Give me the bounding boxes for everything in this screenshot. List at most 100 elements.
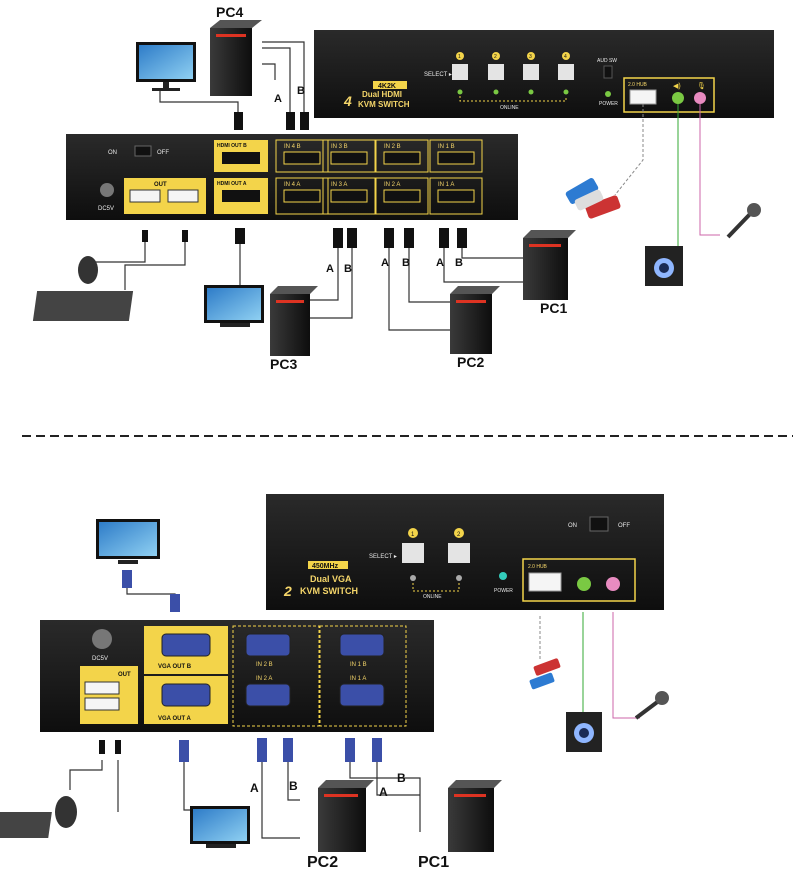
- vga-pc1-label: PC1: [418, 854, 449, 871]
- svg-text:IN 1 A: IN 1 A: [350, 676, 366, 682]
- pc2-cable-b: B: [402, 257, 410, 269]
- dc-jack[interactable]: [100, 183, 114, 197]
- vga-in-1a-port[interactable]: [339, 683, 385, 707]
- svg-text:IN 2 B: IN 2 B: [384, 144, 401, 150]
- hdmi-in-3a[interactable]: [330, 189, 368, 203]
- vga-plug-monitor: [122, 570, 132, 588]
- select-button-2[interactable]: [488, 64, 504, 80]
- pc3-cable-a: A: [326, 263, 334, 275]
- select-label-vga: SELECT ▸: [369, 554, 397, 560]
- svg-text:HDMI OUT B: HDMI OUT B: [217, 143, 247, 149]
- top-in-ports-b: IN 4 B IN 3 B IN 2 B IN 1 B: [275, 139, 483, 173]
- vga-speaker-device: [566, 712, 602, 752]
- svg-text:IN 1 B: IN 1 B: [438, 144, 455, 150]
- svg-text:POWER: POWER: [494, 588, 513, 594]
- svg-text:IN 3 A: IN 3 A: [331, 182, 347, 188]
- vga-dc-jack[interactable]: [92, 629, 112, 649]
- vga-power-led: [499, 572, 507, 580]
- hdmi-in-1a[interactable]: [437, 189, 475, 203]
- usb-hub-port[interactable]: [629, 89, 657, 105]
- select-button-1[interactable]: [452, 64, 468, 80]
- model-badge: 4K2K: [378, 83, 396, 90]
- pc3-cable-b: B: [344, 263, 352, 275]
- vga-pc2-label: PC2: [307, 854, 338, 871]
- vga-usb-out-1[interactable]: [84, 681, 120, 695]
- vga-out-b-port[interactable]: [161, 633, 211, 657]
- vga-usb-drives: [529, 658, 561, 690]
- vga-monitor-bottom: [190, 806, 250, 848]
- brand-line2: KVM SWITCH: [358, 100, 410, 109]
- hdmi-plug-4b: [300, 112, 309, 130]
- dc-label: DC5V: [98, 206, 114, 212]
- svg-text:IN 3 B: IN 3 B: [331, 144, 348, 150]
- microphone-icon: [726, 203, 761, 239]
- svg-text:2.0 HUB: 2.0 HUB: [528, 564, 548, 570]
- hdmi-in-2b[interactable]: [383, 151, 421, 165]
- online-label: ONLINE: [500, 105, 519, 111]
- pc4-cable-b: B: [297, 85, 305, 97]
- power-switch[interactable]: [134, 145, 152, 157]
- vga-pc2-cable-a: A: [250, 781, 259, 795]
- svg-text:IN 2 B: IN 2 B: [256, 662, 273, 668]
- vga-power-switch[interactable]: [589, 516, 609, 532]
- pc4-tower: [210, 20, 262, 96]
- vga-pc1-cable-a: A: [379, 785, 388, 799]
- mic-jack[interactable]: [694, 92, 706, 104]
- vga-in-1b-port[interactable]: [339, 633, 385, 657]
- pc1-cable-a: A: [436, 257, 444, 269]
- svg-text:OUT: OUT: [118, 672, 131, 678]
- audio-switch[interactable]: [603, 65, 613, 79]
- hdmi-in-4b[interactable]: [283, 151, 321, 165]
- vga-in-2a-port[interactable]: [245, 683, 291, 707]
- vga-lower-plugs: [99, 738, 382, 762]
- hdmi-out-b-port[interactable]: [222, 152, 260, 164]
- hdmi-in-2a[interactable]: [383, 189, 421, 203]
- vga-monitor-cable: [126, 584, 176, 600]
- vga-in-2b-port[interactable]: [245, 633, 291, 657]
- svg-text:2: 2: [457, 532, 461, 538]
- mouse-icon-top: [78, 256, 98, 284]
- pc3-tower: [270, 286, 318, 356]
- vga-model-badge: 450MHz: [312, 563, 339, 570]
- usb-out-port-2[interactable]: [167, 189, 199, 203]
- speaker-icon: ◀): [673, 83, 681, 90]
- svg-text:KVM SWITCH: KVM SWITCH: [300, 586, 358, 596]
- pc4-monitor: [136, 42, 196, 91]
- vga-plug-out-b: [170, 594, 180, 612]
- pc4-label: PC4: [216, 4, 243, 20]
- speaker-jack[interactable]: [672, 92, 684, 104]
- hdmi-in-3b[interactable]: [330, 151, 368, 165]
- hdmi-out-a-port[interactable]: [222, 190, 260, 202]
- keyboard-icon-top: [32, 291, 134, 321]
- power-led: [605, 91, 611, 97]
- select-button-3[interactable]: [523, 64, 539, 80]
- usb-flash-drives: [565, 178, 621, 219]
- pc2-label: PC2: [457, 354, 484, 370]
- vga-pc2-tower: [318, 780, 374, 852]
- top-front-panel: SELECT ▸ 1 2 3 4 ONLINE 4K2K 4 Dual HDMI…: [314, 30, 774, 118]
- pc2-tower: [450, 286, 500, 354]
- vga-keyboard-icon: [0, 812, 52, 838]
- svg-text:IN 2 A: IN 2 A: [384, 182, 400, 188]
- vga-select-button-2[interactable]: [448, 543, 470, 563]
- vga-usb-hub-port[interactable]: [528, 572, 562, 592]
- vga-speaker-jack[interactable]: [577, 577, 591, 591]
- hdmi-in-1b[interactable]: [437, 151, 475, 165]
- usb-out-port-1[interactable]: [129, 189, 161, 203]
- vga-select-button-1[interactable]: [402, 543, 424, 563]
- select-button-4[interactable]: [558, 64, 574, 80]
- vga-out-a-port[interactable]: [161, 683, 211, 707]
- svg-text:OUT: OUT: [154, 182, 167, 188]
- bottom-front-panel: SELECT ▸ 1 2 ONLINE 450MHz 2 Dual VGA KV…: [266, 494, 664, 610]
- vga-mic-jack[interactable]: [606, 577, 620, 591]
- svg-text:ON: ON: [108, 150, 117, 156]
- vga-usb-out-2[interactable]: [84, 697, 120, 711]
- svg-text:IN 4 A: IN 4 A: [284, 182, 300, 188]
- power-label: POWER: [599, 101, 618, 107]
- svg-text:ONLINE: ONLINE: [423, 594, 442, 600]
- mic-icon: 🎙: [697, 82, 706, 90]
- hdmi-in-4a[interactable]: [283, 189, 321, 203]
- pc2-cable-a: A: [381, 257, 389, 269]
- speaker-icon-device: [645, 246, 683, 286]
